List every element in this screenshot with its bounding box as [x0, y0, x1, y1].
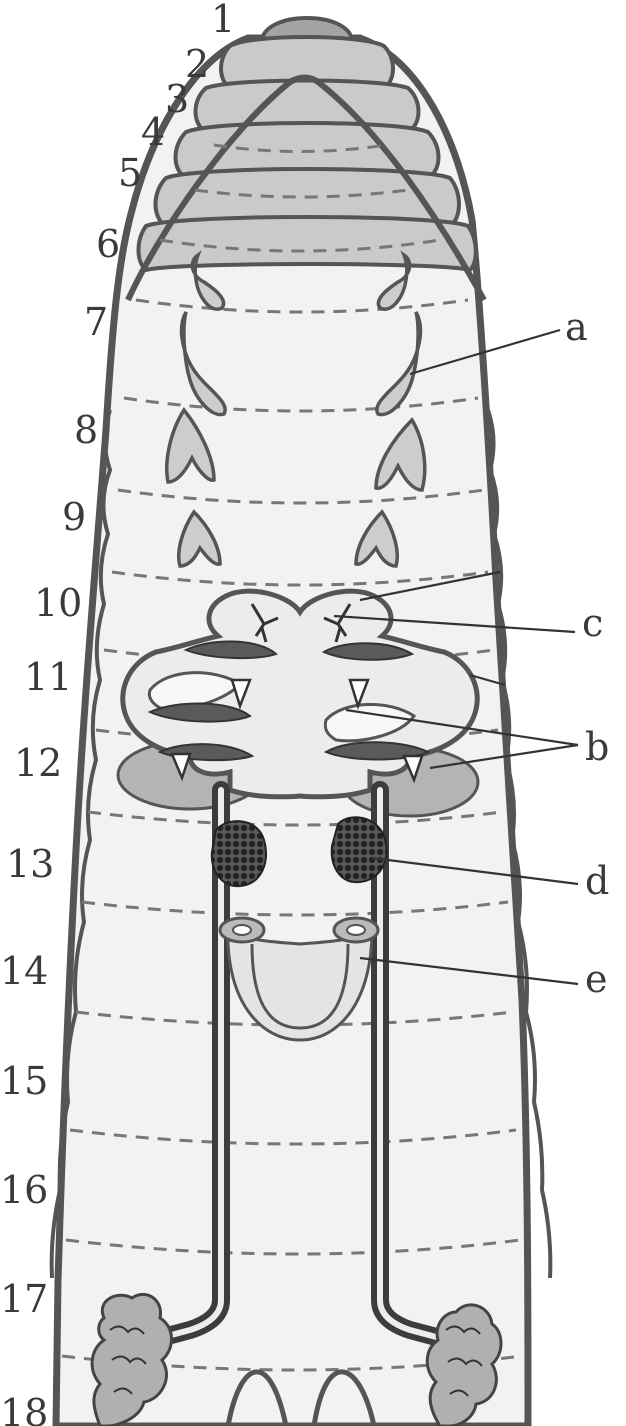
segment-number-15: 15: [0, 1059, 48, 1103]
segment-number-7: 7: [84, 300, 108, 344]
segment-number-14: 14: [0, 949, 48, 993]
segment-number-18: 18: [0, 1391, 48, 1426]
callout-a: a: [565, 305, 588, 349]
callout-c: c: [582, 601, 603, 645]
callout-d: d: [585, 859, 609, 903]
segment-number-10: 10: [34, 581, 82, 625]
segment-number-5: 5: [118, 151, 142, 195]
segment-number-8: 8: [74, 408, 98, 452]
callout-e: e: [585, 957, 608, 1001]
callout-labels: a c b d e: [565, 305, 609, 1001]
segment-number-4: 4: [141, 110, 165, 154]
segment-number-11: 11: [24, 655, 72, 699]
segment-number-12: 12: [14, 741, 62, 785]
segment-number-6: 6: [96, 222, 120, 266]
segment-number-1: 1: [211, 0, 235, 41]
segment-number-17: 17: [0, 1277, 48, 1321]
segment-number-13: 13: [6, 842, 54, 886]
callout-b: b: [585, 725, 609, 769]
segment-number-9: 9: [62, 495, 86, 539]
segment-number-16: 16: [0, 1168, 48, 1212]
segment-number-3: 3: [165, 77, 189, 121]
